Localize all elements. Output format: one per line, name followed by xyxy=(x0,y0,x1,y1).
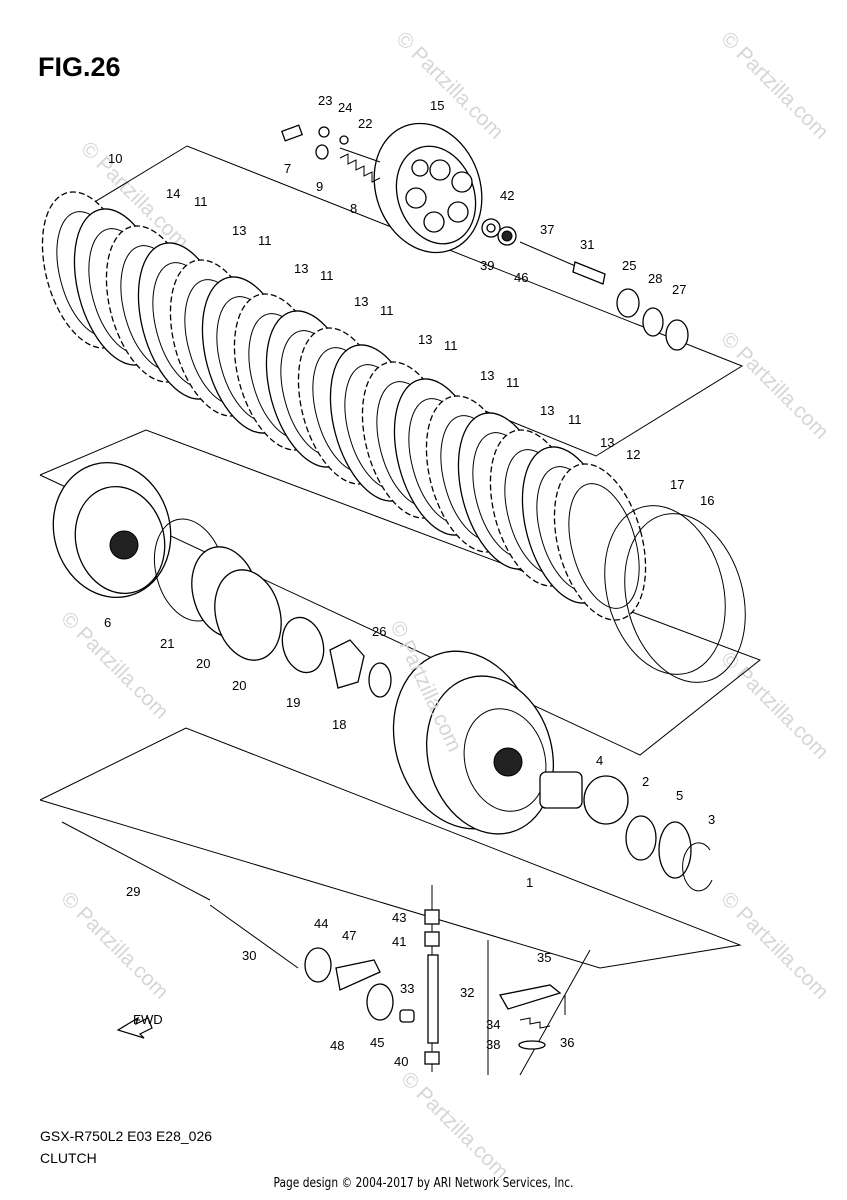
clutch-spring xyxy=(339,153,381,183)
watermark-text: © Partzilla.com xyxy=(716,27,832,143)
cushion-spring-ring xyxy=(604,505,726,675)
watermark-text: © Partzilla.com xyxy=(56,607,172,723)
callout-2: 2 xyxy=(642,774,649,789)
callout-13: 13 xyxy=(418,332,432,347)
callout-1: 1 xyxy=(526,875,533,890)
release-mechanism xyxy=(304,909,566,1065)
callout-11: 11 xyxy=(444,338,458,353)
callout-27: 27 xyxy=(672,282,686,297)
callout-46: 46 xyxy=(514,270,528,285)
callout-21: 21 xyxy=(160,636,174,651)
callout-11: 11 xyxy=(380,303,394,318)
pressure-plate xyxy=(373,122,483,254)
callout-45: 45 xyxy=(370,1035,384,1050)
callout-15: 15 xyxy=(430,98,444,113)
watermark-text: © Partzilla.com xyxy=(716,887,832,1003)
callout-13: 13 xyxy=(480,368,494,383)
callout-19: 19 xyxy=(286,695,300,710)
callout-23: 23 xyxy=(318,93,332,108)
primary-driven-gear xyxy=(392,650,713,892)
callout-18: 18 xyxy=(332,717,346,732)
fwd-label: FWD xyxy=(133,1012,163,1027)
callout-36: 36 xyxy=(560,1035,574,1050)
model-code: GSX-R750L2 E03 E28_026 xyxy=(40,1128,213,1144)
callout-41: 41 xyxy=(392,934,406,949)
callout-28: 28 xyxy=(648,271,662,286)
callout-48: 48 xyxy=(330,1038,344,1053)
callout-32: 32 xyxy=(460,985,474,1000)
callout-13: 13 xyxy=(540,403,554,418)
callout-9: 9 xyxy=(316,179,323,194)
callout-24: 24 xyxy=(338,100,352,115)
callout-37: 37 xyxy=(540,222,554,237)
clutch-plate-stack xyxy=(41,191,746,683)
watermark-text: © Partzilla.com xyxy=(716,327,832,443)
watermark-text: © Partzilla.com xyxy=(716,647,832,763)
callout-35: 35 xyxy=(537,950,551,965)
callout-13: 13 xyxy=(600,435,614,450)
callout-34: 34 xyxy=(486,1017,500,1032)
callout-30: 30 xyxy=(242,948,256,963)
callout-44: 44 xyxy=(314,916,328,931)
figure-title: FIG.26 xyxy=(38,52,121,82)
callout-25: 25 xyxy=(622,258,636,273)
callout-39: 39 xyxy=(480,258,494,273)
callout-20: 20 xyxy=(232,678,246,693)
callout-13: 13 xyxy=(232,223,246,238)
drive-plate xyxy=(553,463,647,621)
figure-caption: CLUTCH xyxy=(40,1150,97,1166)
callout-11: 11 xyxy=(258,233,272,248)
watermark-text: © Partzilla.com xyxy=(56,887,172,1003)
pushrods xyxy=(61,821,299,969)
callout-5: 5 xyxy=(676,788,683,803)
callout-47: 47 xyxy=(342,928,356,943)
callout-11: 11 xyxy=(194,194,208,209)
callout-22: 22 xyxy=(358,116,372,131)
callout-26: 26 xyxy=(372,624,386,639)
callout-6: 6 xyxy=(104,615,111,630)
callout-17: 17 xyxy=(670,477,684,492)
callout-20: 20 xyxy=(196,656,210,671)
page-footer: Page design © 2004-2017 by ARI Network S… xyxy=(273,1176,574,1191)
callout-10: 10 xyxy=(108,151,122,166)
callout-labels: 23 24 22 15 7 9 8 10 14 11 13 11 13 11 1… xyxy=(104,93,715,1069)
callout-7: 7 xyxy=(284,161,291,176)
callout-11: 11 xyxy=(320,268,334,283)
seat-ring xyxy=(624,513,746,683)
callout-33: 33 xyxy=(400,981,414,996)
watermark-text: © Partzilla.com xyxy=(396,1067,512,1183)
callout-13: 13 xyxy=(354,294,368,309)
callout-40: 40 xyxy=(394,1054,408,1069)
callout-38: 38 xyxy=(486,1037,500,1052)
clutch-sleeve-hub xyxy=(52,461,392,698)
callout-42: 42 xyxy=(500,188,514,203)
callout-11: 11 xyxy=(568,412,582,427)
callout-8: 8 xyxy=(350,201,357,216)
callout-43: 43 xyxy=(392,910,406,925)
callout-13: 13 xyxy=(294,261,308,276)
top-hardware xyxy=(280,124,689,351)
callout-11: 11 xyxy=(506,375,520,390)
callout-3: 3 xyxy=(708,812,715,827)
callout-12: 12 xyxy=(626,447,640,462)
fwd-arrow-icon: FWD xyxy=(116,1012,163,1039)
callout-14: 14 xyxy=(166,186,180,201)
callout-4: 4 xyxy=(596,753,603,768)
callout-16: 16 xyxy=(700,493,714,508)
callout-29: 29 xyxy=(126,884,140,899)
callout-31: 31 xyxy=(580,237,594,252)
